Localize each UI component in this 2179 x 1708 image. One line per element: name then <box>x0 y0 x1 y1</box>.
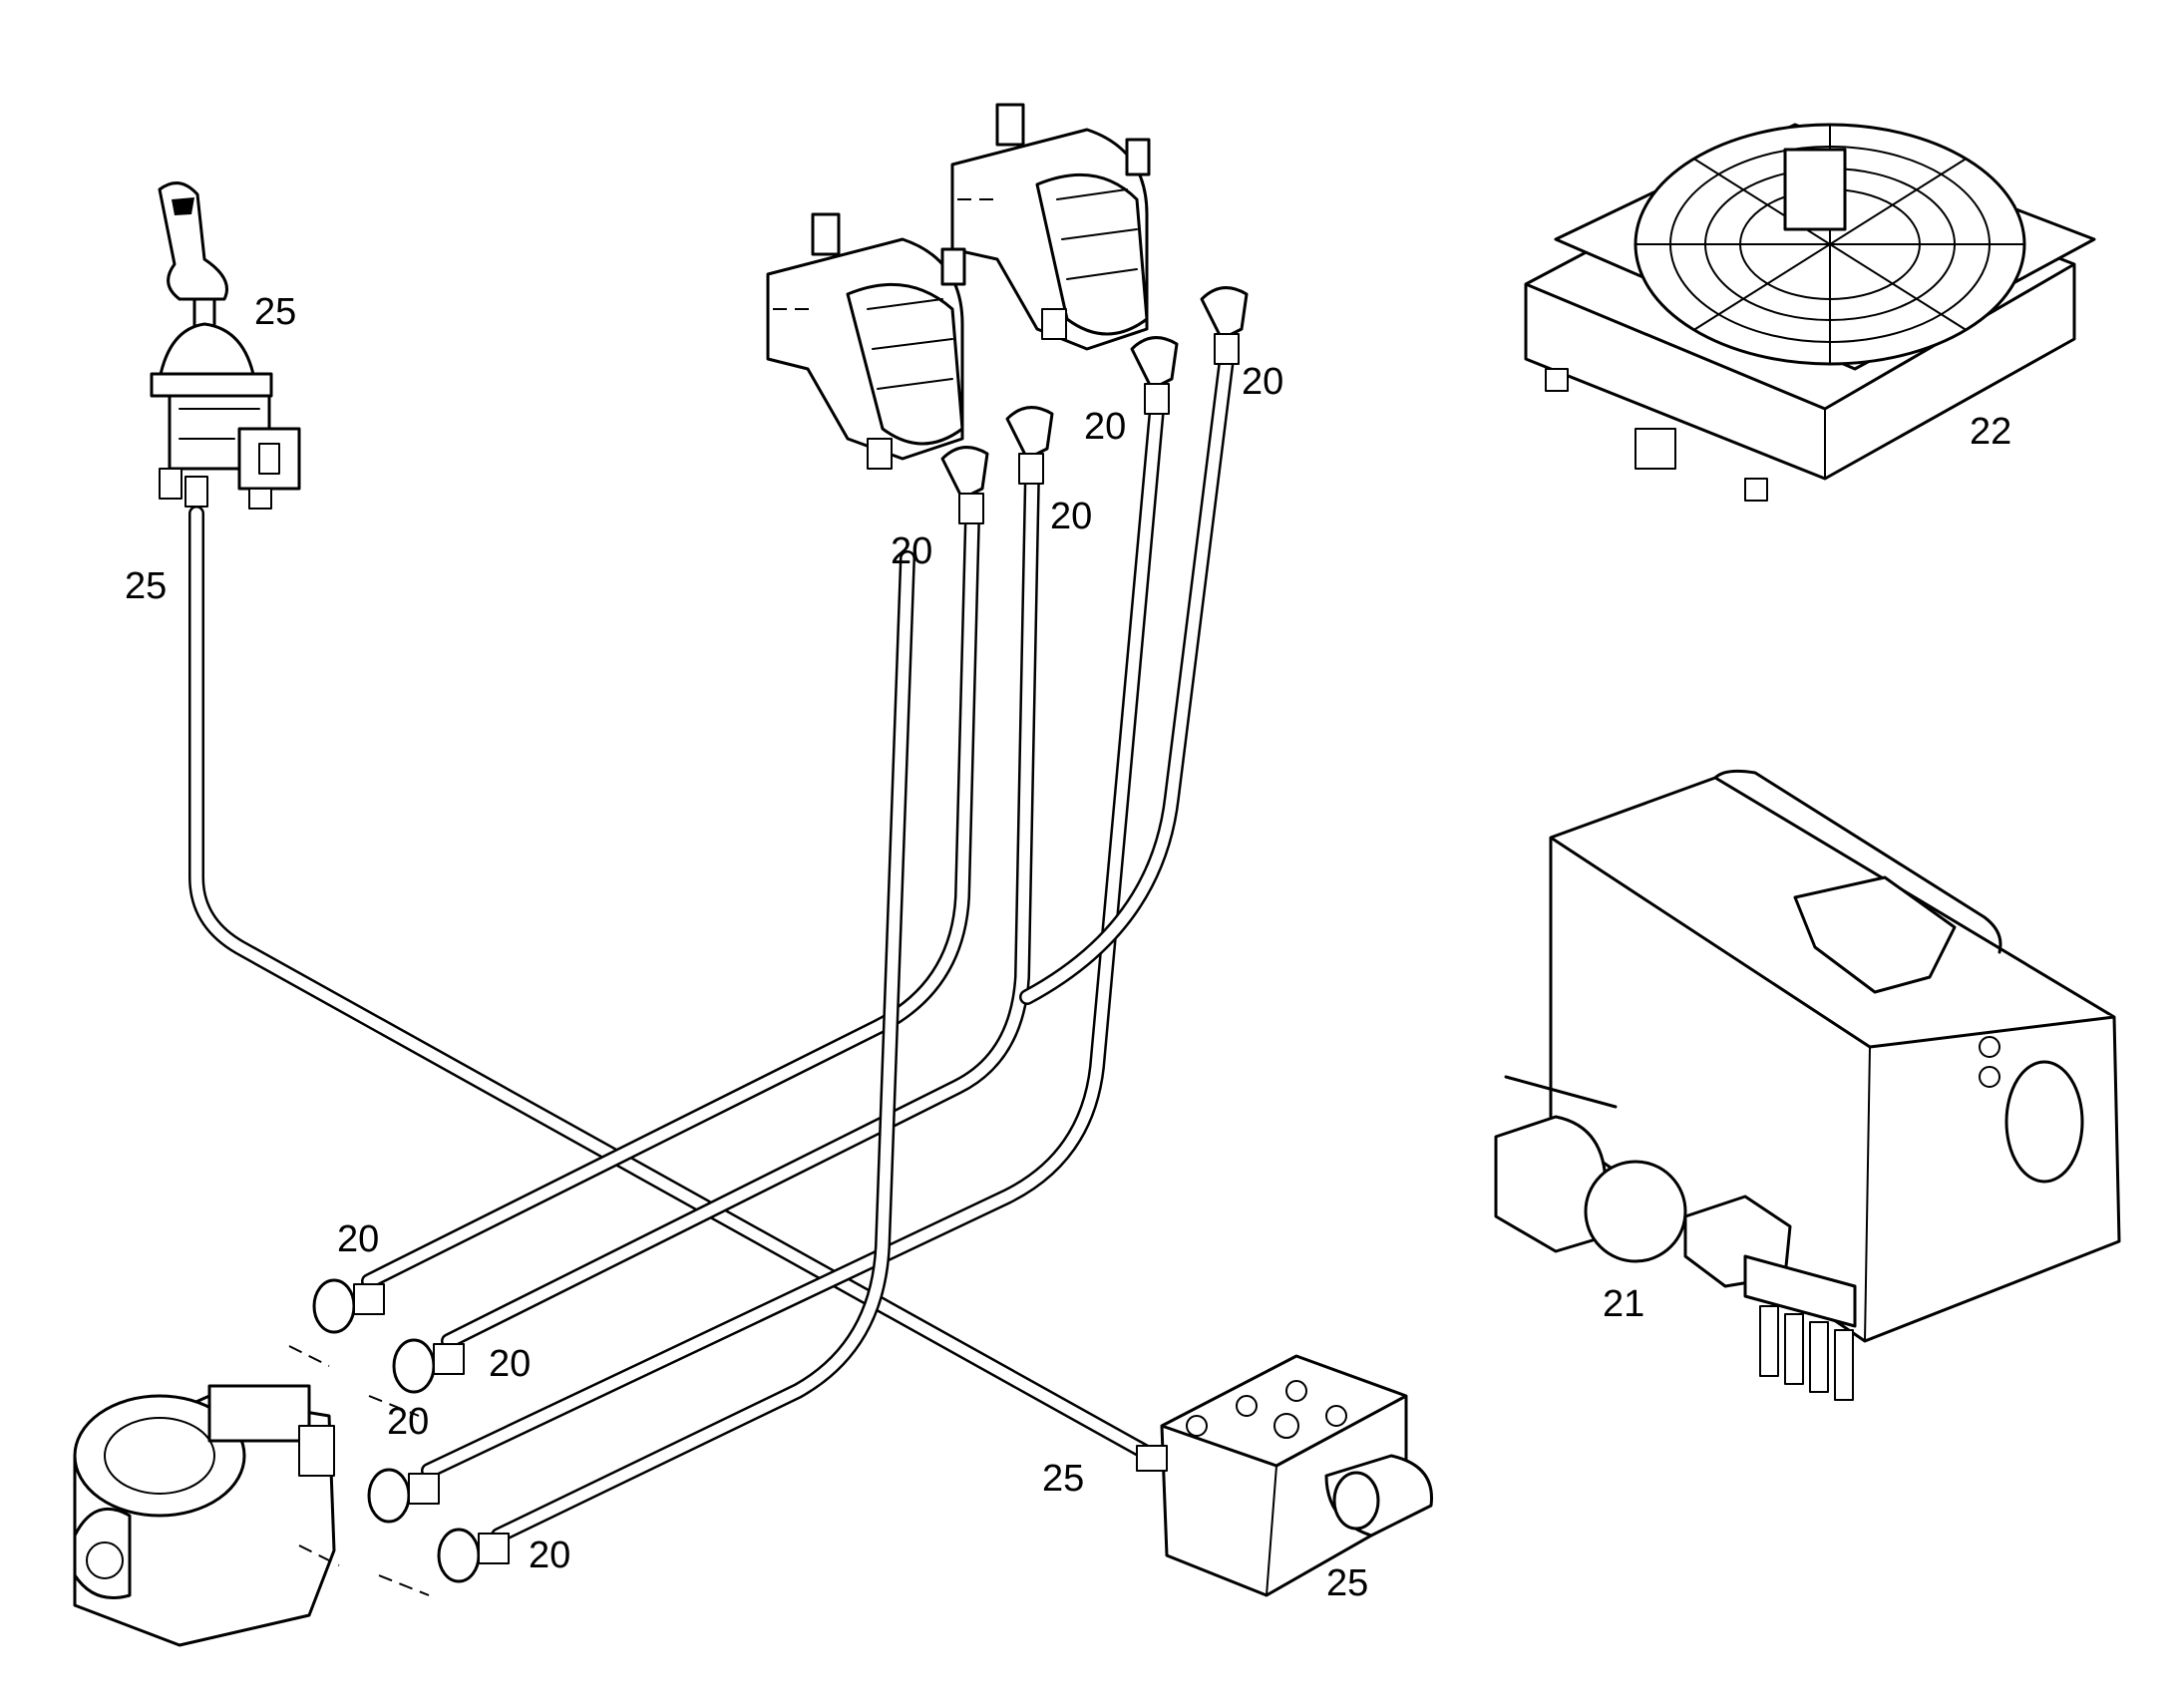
travel-motor-rear <box>950 103 1151 351</box>
flange-fitting-1 <box>312 1278 385 1334</box>
control-valve-block <box>1136 1354 1433 1597</box>
callout-valve-line: 25 <box>1042 1458 1084 1500</box>
hydraulic-tank <box>1549 769 2121 1343</box>
hose-pump-to-motor-3 <box>421 401 1165 1479</box>
callout-pump-hose-b: 20 <box>489 1343 531 1385</box>
hose-pump-to-motor-4 <box>491 550 915 1543</box>
flange-fitting-3 <box>367 1468 440 1524</box>
joystick-control <box>150 181 301 510</box>
tank-pump-group <box>1494 1075 1857 1401</box>
callout-motor-hose-c: 20 <box>1084 406 1126 448</box>
travel-motor-front <box>766 212 966 470</box>
callout-joystick-line: 25 <box>125 565 167 607</box>
pilot-line-joystick-to-valve <box>188 506 1160 1464</box>
callout-pump-hose-c: 20 <box>387 1401 429 1443</box>
flange-fitting-2 <box>392 1338 465 1394</box>
callout-pump-hose-a: 20 <box>337 1218 379 1260</box>
callout-motor-hose-a: 20 <box>891 530 932 572</box>
flange-fitting-4 <box>437 1528 510 1583</box>
callout-joystick-top: 25 <box>254 291 296 333</box>
callout-valve-block: 25 <box>1326 1562 1368 1604</box>
oil-cooler <box>1524 123 2096 502</box>
hose-pump-to-motor-2 <box>441 466 1040 1349</box>
elbow-fitting-4 <box>1200 286 1249 365</box>
callout-motor-hose-d: 20 <box>1242 361 1283 403</box>
callout-tank: 21 <box>1603 1283 1644 1325</box>
elbow-fitting-2 <box>1005 406 1054 485</box>
hose-pump-to-motor-5 <box>1019 351 1235 1005</box>
main-pump <box>73 1345 430 1647</box>
elbow-fitting-3 <box>1130 336 1179 415</box>
callout-pump-hose-d: 20 <box>529 1535 570 1576</box>
callout-cooler: 22 <box>1970 411 2011 453</box>
callout-motor-hose-b: 20 <box>1050 496 1092 537</box>
elbow-fitting-1 <box>940 446 989 524</box>
